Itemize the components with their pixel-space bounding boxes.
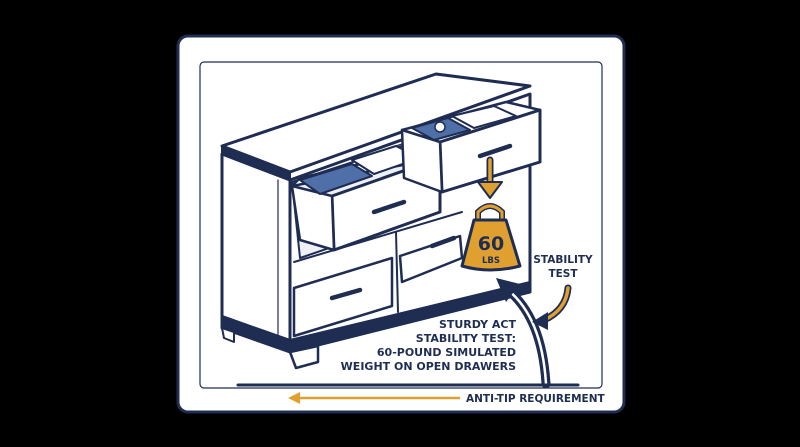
shirt-collar bbox=[434, 121, 446, 133]
tip-arrow-head bbox=[496, 278, 520, 302]
caption-line3: 60-POUND SIMULATED bbox=[377, 346, 516, 359]
handle-middle-left bbox=[329, 287, 363, 301]
folded-shirt-light bbox=[451, 105, 517, 129]
tip-arrow-core bbox=[506, 288, 548, 386]
caption-line2: STABILITY TEST: bbox=[416, 332, 516, 345]
dresser-leg-front bbox=[288, 344, 320, 370]
weight-value: 60 bbox=[478, 233, 504, 255]
stability-label-line2: TEST bbox=[548, 268, 578, 280]
caption-line4: WEIGHT ON OPEN DRAWERS bbox=[341, 360, 516, 373]
handle-top-left bbox=[371, 199, 407, 215]
front-divider bbox=[293, 211, 463, 263]
handle-top-right bbox=[477, 143, 513, 159]
weight-handle-fill bbox=[476, 204, 504, 224]
anti-tip-arrow-head bbox=[288, 392, 300, 404]
shirt-fold-line bbox=[357, 143, 403, 159]
weight-unit: LBS bbox=[482, 256, 500, 266]
weight-down-arrow-head bbox=[477, 181, 503, 199]
anti-tip-label: ANTI-TIP REQUIREMENT bbox=[466, 393, 606, 405]
inner-frame bbox=[199, 61, 603, 389]
drawer-top-right-side bbox=[400, 128, 444, 194]
front-vertical-divider bbox=[395, 231, 399, 313]
weight-icon bbox=[460, 218, 522, 272]
caption-line1: STURDY ACT bbox=[439, 318, 517, 331]
folded-shirt-blue bbox=[299, 163, 373, 195]
stability-label-line1: STABILITY bbox=[533, 254, 593, 266]
dresser bbox=[220, 72, 542, 370]
stability-arrow-head bbox=[532, 312, 548, 330]
weight-group: 60 LBS bbox=[460, 156, 522, 272]
dresser-plinth bbox=[289, 281, 531, 353]
dresser-leg-back bbox=[221, 327, 235, 343]
handle-bottom-right bbox=[429, 235, 457, 249]
